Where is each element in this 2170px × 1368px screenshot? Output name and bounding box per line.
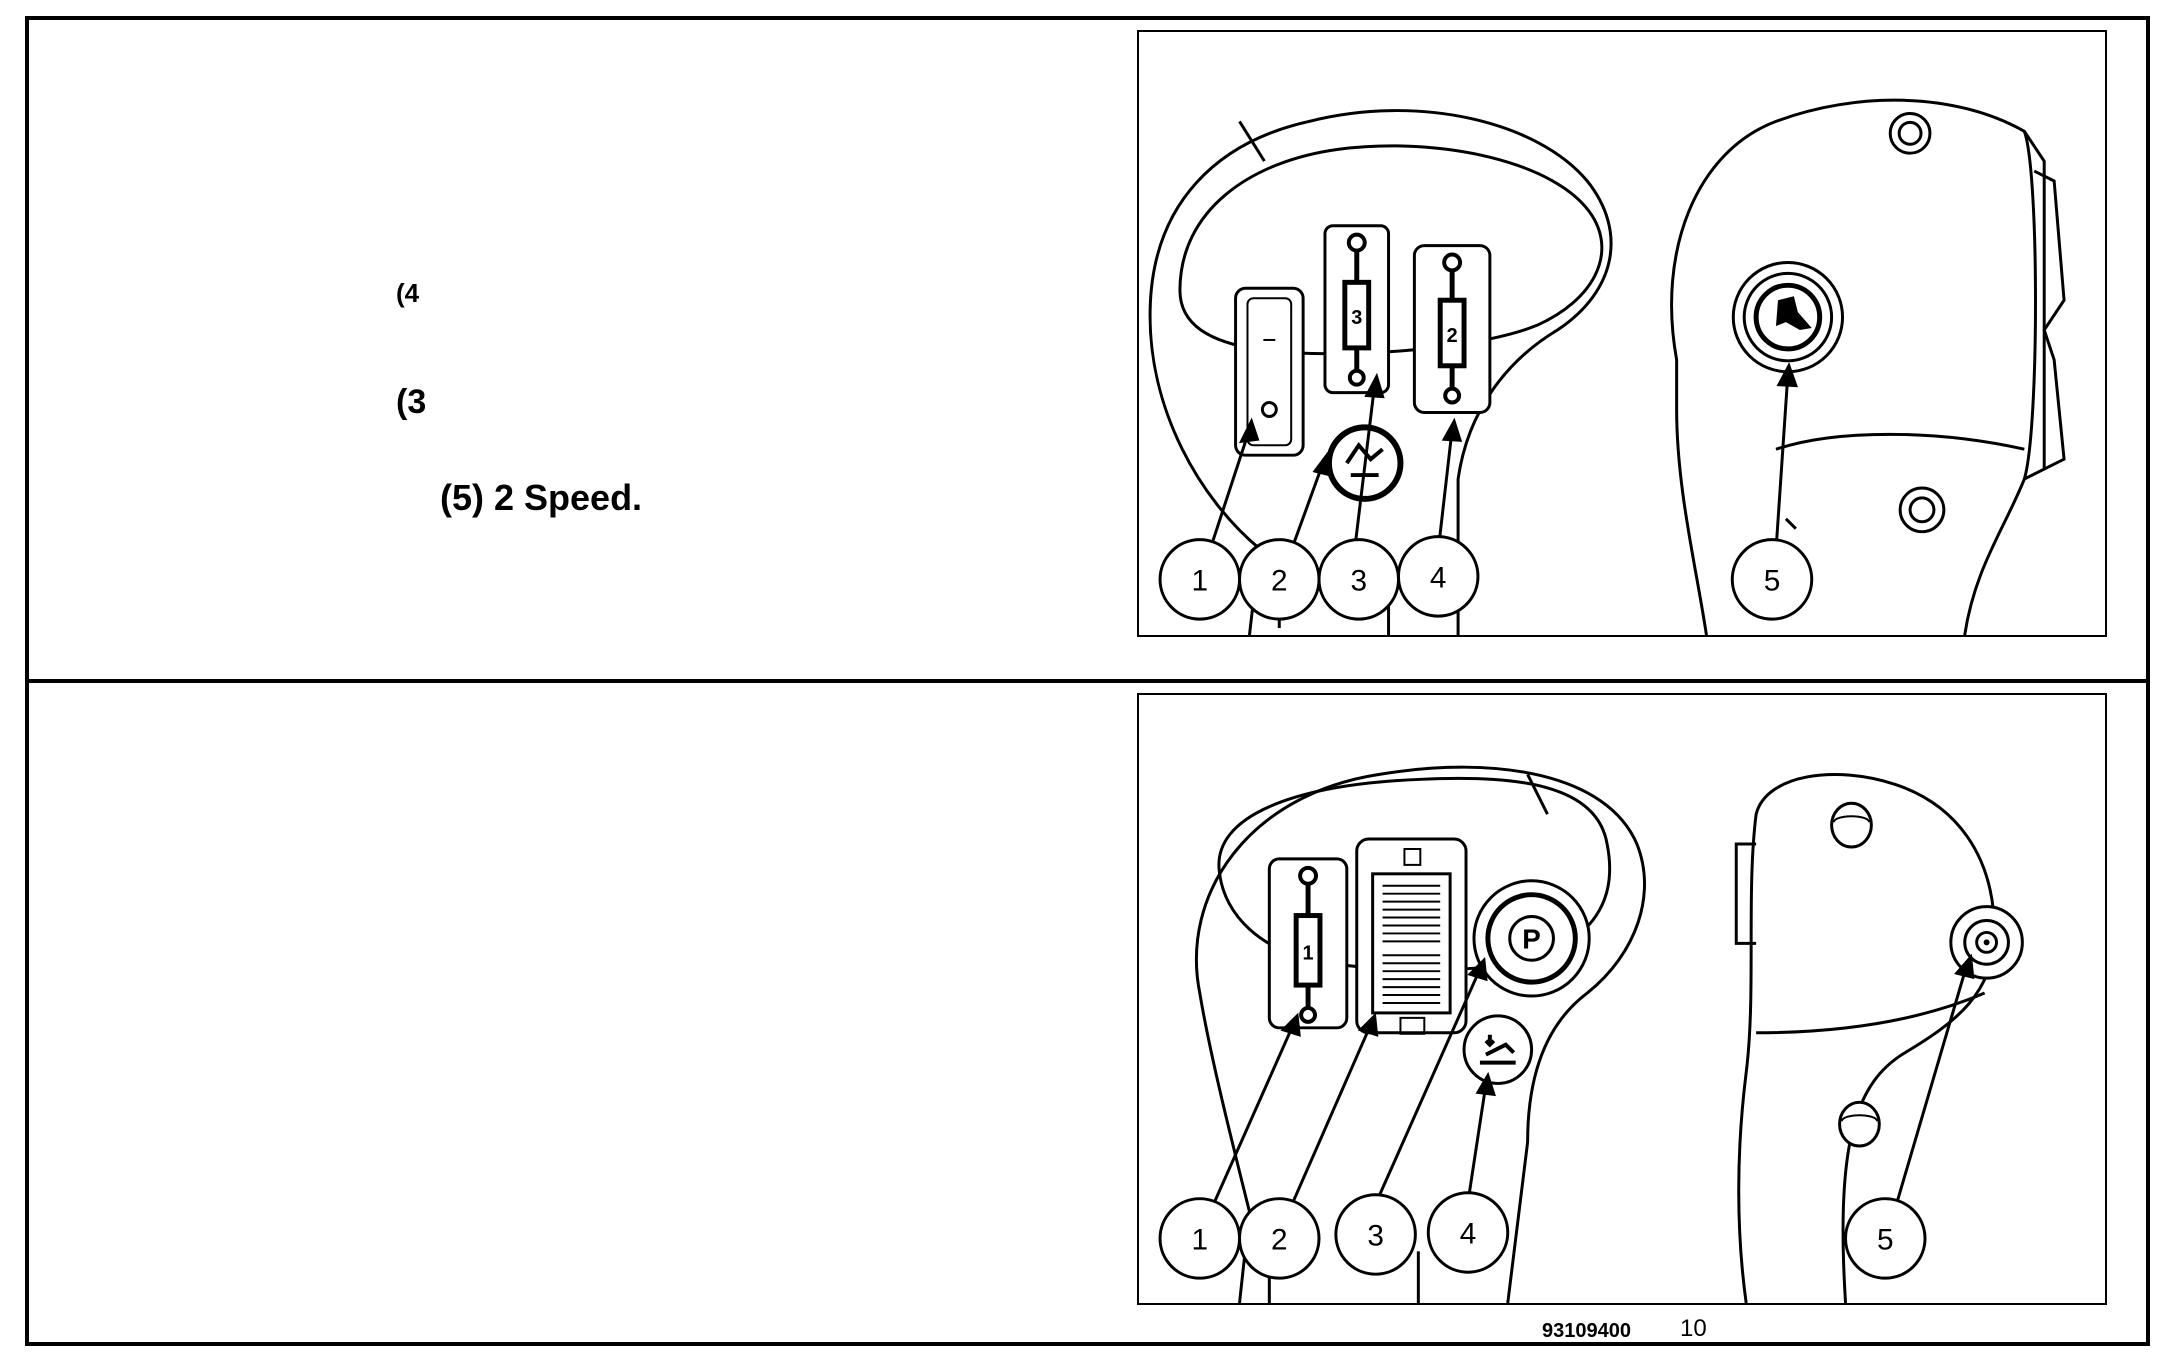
aux-cylinder-1-icon: 1 — [1267, 857, 1349, 1030]
callout-4: 4 — [1426, 1191, 1510, 1274]
svg-text:4: 4 — [1430, 561, 1447, 594]
page-number: 10 — [1680, 1315, 1707, 1342]
bottom-joystick-illustration: 1 P — [1158, 765, 2024, 1303]
callout-1: 1 — [1158, 1197, 1242, 1280]
callout-5: 5 — [1844, 1197, 1927, 1280]
svg-text:1: 1 — [1191, 1223, 1208, 1256]
bolt-icon — [1888, 111, 1932, 155]
svg-text:5: 5 — [1764, 564, 1781, 597]
svg-text:3: 3 — [1350, 564, 1367, 597]
callout-3: 3 — [1334, 1193, 1417, 1276]
bolt-icon — [1898, 486, 1946, 534]
aux-cylinder-3-icon: 3 — [1323, 224, 1391, 395]
svg-text:3: 3 — [1367, 1219, 1384, 1252]
bolt-icon — [1830, 801, 1873, 849]
legend-fragment-4: (4 — [396, 278, 420, 308]
button-label-3: 3 — [1351, 307, 1362, 329]
top-joystick-figure: 3 2 — [1137, 30, 2107, 637]
rocker-switch-icon — [1234, 286, 1305, 457]
thumbwheel-icon — [1355, 837, 1468, 1035]
svg-text:2: 2 — [1271, 564, 1288, 597]
callout-2: 2 — [1238, 538, 1321, 621]
two-speed-button-icon — [1731, 260, 1845, 374]
svg-text:4: 4 — [1460, 1217, 1477, 1250]
svg-text:5: 5 — [1877, 1223, 1894, 1256]
legend-fragment-3: (3 — [396, 383, 427, 421]
callout-5: 5 — [1730, 538, 1814, 621]
section-divider — [25, 679, 2150, 683]
parking-brake-button-icon: P — [1472, 879, 1591, 998]
seat-button-icon — [1462, 1014, 1534, 1085]
aux-cylinder-2-icon: 2 — [1412, 244, 1492, 414]
bolt-icon — [1838, 1100, 1881, 1148]
legend-two-speed: (5) 2 Speed. — [440, 477, 643, 518]
callout-3: 3 — [1317, 538, 1400, 621]
parking-brake-label: P — [1522, 923, 1541, 954]
callout-1: 1 — [1158, 538, 1242, 621]
figure-code: 93109400 — [1542, 1320, 1631, 1342]
button-label-2: 2 — [1447, 325, 1458, 347]
bottom-joystick-figure: 1 P — [1137, 693, 2107, 1305]
button-label-1: 1 — [1303, 942, 1314, 964]
callout-4: 4 — [1396, 535, 1480, 618]
callout-2: 2 — [1238, 1197, 1321, 1280]
svg-text:2: 2 — [1271, 1223, 1288, 1256]
top-joystick-illustration: 3 2 — [1148, 98, 2066, 635]
svg-text:1: 1 — [1192, 564, 1209, 597]
